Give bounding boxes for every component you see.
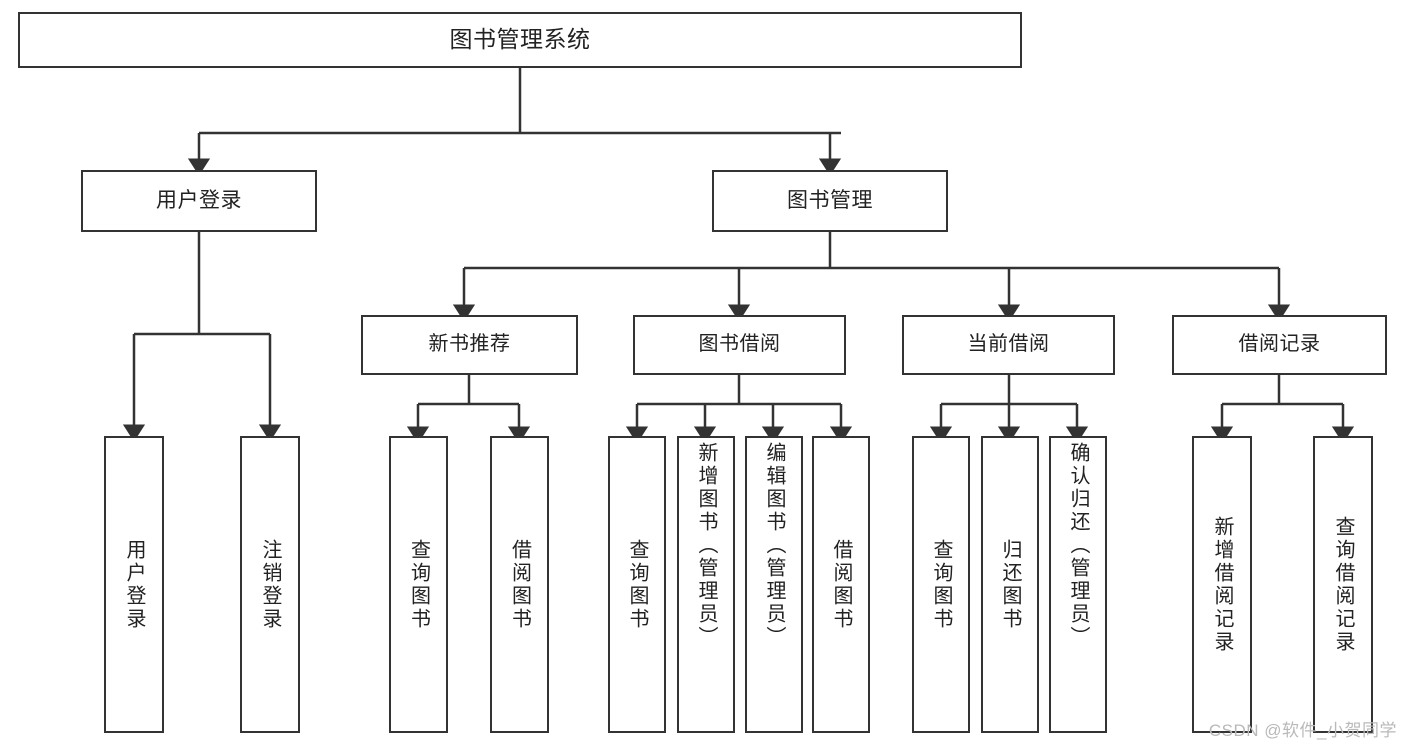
node-leaf-borrow-borrow-book[interactable]: 借阅图书 [812, 436, 870, 733]
node-leaf-borrow-query-book-label: 查询图书 [626, 538, 648, 631]
node-new-book-recommend[interactable]: 新书推荐 [361, 315, 578, 375]
node-book-borrow-label: 图书借阅 [698, 333, 781, 356]
node-leaf-user-login-label: 用户登录 [123, 538, 145, 631]
node-leaf-record-search[interactable]: 查询借阅记录 [1313, 436, 1373, 733]
node-leaf-borrow-borrow-book-label: 借阅图书 [830, 538, 852, 631]
node-leaf-borrow-query-book[interactable]: 查询图书 [608, 436, 666, 733]
node-current-borrow-label: 当前借阅 [967, 333, 1050, 356]
node-leaf-borrow-edit-book-label: 编辑图书（管理员） [763, 442, 785, 649]
node-root[interactable]: 图书管理系统 [18, 12, 1022, 68]
node-current-borrow[interactable]: 当前借阅 [902, 315, 1115, 375]
node-root-label: 图书管理系统 [449, 26, 591, 53]
node-book-manage-label: 图书管理 [787, 188, 873, 212]
node-user-login[interactable]: 用户登录 [81, 170, 317, 232]
node-leaf-record-add-label: 新增借阅记录 [1211, 515, 1233, 654]
node-borrow-record[interactable]: 借阅记录 [1172, 315, 1387, 375]
node-leaf-current-confirm-return[interactable]: 确认归还（管理员） [1049, 436, 1107, 733]
node-leaf-borrow-edit-book[interactable]: 编辑图书（管理员） [745, 436, 803, 733]
node-leaf-borrow-add-book[interactable]: 新增图书（管理员） [677, 436, 735, 733]
node-leaf-recommend-query-book-label: 查询图书 [407, 538, 430, 631]
watermark: CSDN @软件_小贺同学 [1208, 721, 1397, 740]
node-leaf-logout-label: 注销登录 [259, 538, 281, 631]
node-leaf-user-login[interactable]: 用户登录 [104, 436, 164, 733]
node-leaf-current-query-book-label: 查询图书 [930, 538, 952, 631]
node-user-login-label: 用户登录 [156, 188, 242, 212]
node-leaf-recommend-borrow-book-label: 借阅图书 [508, 538, 531, 631]
node-leaf-recommend-borrow-book[interactable]: 借阅图书 [490, 436, 549, 733]
node-leaf-record-search-label: 查询借阅记录 [1332, 515, 1354, 654]
node-leaf-logout[interactable]: 注销登录 [240, 436, 300, 733]
node-leaf-current-confirm-return-label: 确认归还（管理员） [1067, 442, 1089, 649]
node-borrow-record-label: 借阅记录 [1238, 333, 1321, 356]
node-book-manage[interactable]: 图书管理 [712, 170, 948, 232]
node-leaf-current-return-book[interactable]: 归还图书 [981, 436, 1039, 733]
node-leaf-record-add[interactable]: 新增借阅记录 [1192, 436, 1252, 733]
node-leaf-current-query-book[interactable]: 查询图书 [912, 436, 970, 733]
node-leaf-borrow-add-book-label: 新增图书（管理员） [695, 442, 717, 649]
node-leaf-current-return-book-label: 归还图书 [999, 538, 1021, 631]
node-new-book-recommend-label: 新书推荐 [428, 333, 511, 356]
node-book-borrow[interactable]: 图书借阅 [633, 315, 846, 375]
node-leaf-recommend-query-book[interactable]: 查询图书 [389, 436, 448, 733]
